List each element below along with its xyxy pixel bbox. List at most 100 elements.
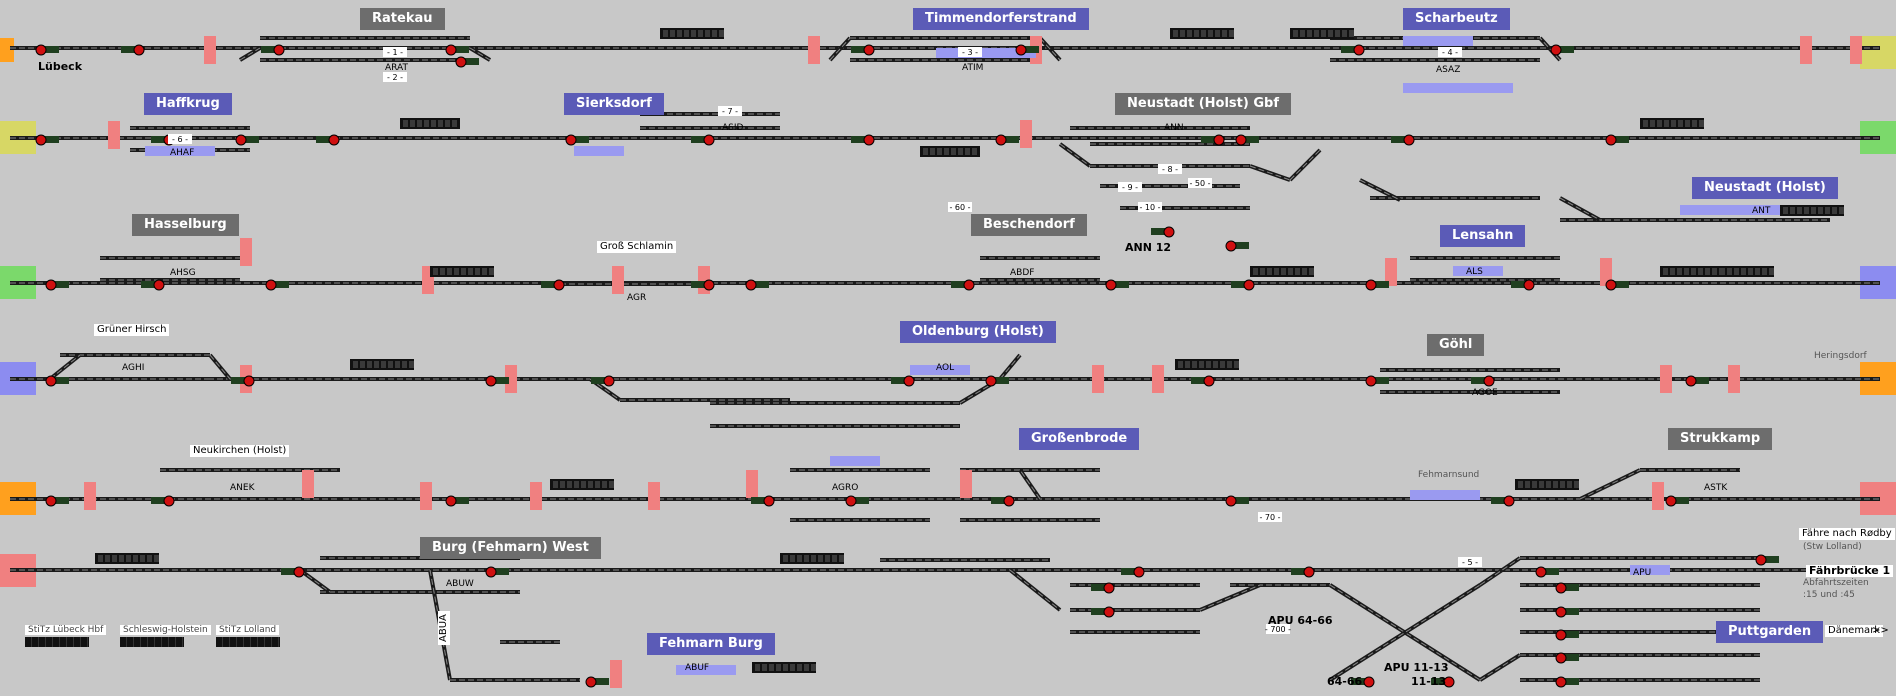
signal[interactable] [991, 495, 1015, 507]
signal[interactable] [1550, 44, 1574, 56]
signal[interactable] [1351, 676, 1375, 688]
station-oldenburg[interactable]: Oldenburg (Holst) [900, 321, 1056, 343]
signal[interactable] [45, 495, 69, 507]
signal[interactable] [1555, 652, 1579, 664]
track-highlight[interactable] [830, 456, 880, 466]
track-highlight[interactable] [1410, 490, 1480, 500]
block-section[interactable] [648, 482, 660, 510]
signal[interactable] [1511, 279, 1535, 291]
track-highlight[interactable] [1630, 565, 1670, 575]
label-arrow[interactable]: >> [1872, 625, 1889, 636]
signal[interactable] [1225, 495, 1249, 507]
signal[interactable] [1201, 134, 1225, 146]
block-section[interactable] [420, 482, 432, 510]
signal[interactable] [1555, 676, 1579, 688]
signal[interactable] [45, 375, 69, 387]
signal[interactable] [281, 566, 305, 578]
block-section[interactable] [84, 482, 96, 510]
signal[interactable] [151, 495, 175, 507]
signal[interactable] [541, 279, 565, 291]
signal[interactable] [1685, 375, 1709, 387]
signal[interactable] [1535, 566, 1559, 578]
edge-marker-left[interactable] [0, 38, 14, 62]
signal[interactable] [1471, 375, 1495, 387]
block-section[interactable] [1850, 36, 1862, 64]
signal[interactable] [445, 44, 469, 56]
block-section[interactable] [1385, 258, 1397, 286]
block-section[interactable] [746, 470, 758, 498]
signal[interactable] [691, 279, 715, 291]
station-sierksdorf[interactable]: Sierksdorf [564, 93, 664, 115]
station-burg-west[interactable]: Burg (Fehmarn) West [420, 537, 601, 559]
signal[interactable] [35, 134, 59, 146]
track-highlight[interactable] [1403, 36, 1473, 46]
track-highlight[interactable] [145, 146, 215, 156]
label-faehrbruecke[interactable]: Fährbrücke 1 [1806, 565, 1894, 577]
track-highlight[interactable] [1453, 266, 1503, 276]
signal[interactable] [1231, 279, 1255, 291]
block-section[interactable] [108, 121, 120, 149]
signal[interactable] [1015, 44, 1039, 56]
block-section[interactable] [1020, 120, 1032, 148]
signal[interactable] [445, 495, 469, 507]
train-number-display[interactable] [400, 118, 460, 129]
signal[interactable] [1605, 279, 1629, 291]
station-hasselburg[interactable]: Hasselburg [132, 214, 239, 236]
signal[interactable] [455, 56, 479, 68]
signal[interactable] [1665, 495, 1689, 507]
station-timmendorferstrand[interactable]: Timmendorferstrand [913, 8, 1089, 30]
track-highlight[interactable] [574, 146, 624, 156]
signal[interactable] [261, 44, 285, 56]
station-neustadt[interactable]: Neustadt (Holst) [1692, 177, 1838, 199]
signal[interactable] [1091, 606, 1115, 618]
signal[interactable] [1235, 134, 1259, 146]
signal[interactable] [1491, 495, 1515, 507]
signal[interactable] [1105, 279, 1129, 291]
signal[interactable] [985, 375, 1009, 387]
block-section[interactable] [505, 365, 517, 393]
block-section[interactable] [530, 482, 542, 510]
signal[interactable] [485, 566, 509, 578]
block-section[interactable] [1728, 365, 1740, 393]
signal[interactable] [1365, 375, 1389, 387]
block-section[interactable] [204, 36, 216, 64]
signal[interactable] [45, 279, 69, 291]
signal[interactable] [1225, 240, 1249, 252]
signal[interactable] [1191, 375, 1215, 387]
signal[interactable] [35, 44, 59, 56]
signal[interactable] [316, 134, 340, 146]
signal[interactable] [1431, 676, 1455, 688]
signal[interactable] [485, 375, 509, 387]
stitz-luebeck-hbf[interactable]: StiTz Lübeck Hbf [25, 625, 107, 647]
label-daenemark[interactable]: Dänemark [1825, 625, 1884, 637]
track-highlight[interactable] [1403, 83, 1513, 93]
signal[interactable] [1555, 606, 1579, 618]
signal[interactable] [1755, 554, 1779, 566]
block-section[interactable] [1652, 482, 1664, 510]
signal[interactable] [591, 375, 615, 387]
signal[interactable] [851, 134, 875, 146]
block-section[interactable] [1092, 365, 1104, 393]
signal[interactable] [751, 495, 775, 507]
station-puttgarden[interactable]: Puttgarden [1716, 621, 1824, 643]
signal[interactable] [585, 676, 609, 688]
track-highlight[interactable] [676, 665, 736, 675]
block-section[interactable] [610, 660, 622, 688]
train-number-display[interactable] [920, 146, 980, 157]
station-goehl[interactable]: Göhl [1427, 334, 1485, 356]
signal[interactable] [565, 134, 589, 146]
station-beschendorf[interactable]: Beschendorf [971, 214, 1087, 236]
signal[interactable] [141, 279, 165, 291]
signal[interactable] [1341, 44, 1365, 56]
track-highlight[interactable] [1680, 205, 1800, 215]
signal[interactable] [121, 44, 145, 56]
track-highlight[interactable] [910, 365, 970, 375]
block-section[interactable] [612, 266, 624, 294]
station-ratekau[interactable]: Ratekau [360, 8, 445, 30]
signal[interactable] [1605, 134, 1629, 146]
station-neustadt-gbf[interactable]: Neustadt (Holst) Gbf [1115, 93, 1291, 115]
station-haffkrug[interactable]: Haffkrug [144, 93, 232, 115]
station-fehmarn-burg[interactable]: Fehmarn Burg [647, 633, 775, 655]
signal[interactable] [231, 375, 255, 387]
block-section[interactable] [240, 238, 252, 266]
